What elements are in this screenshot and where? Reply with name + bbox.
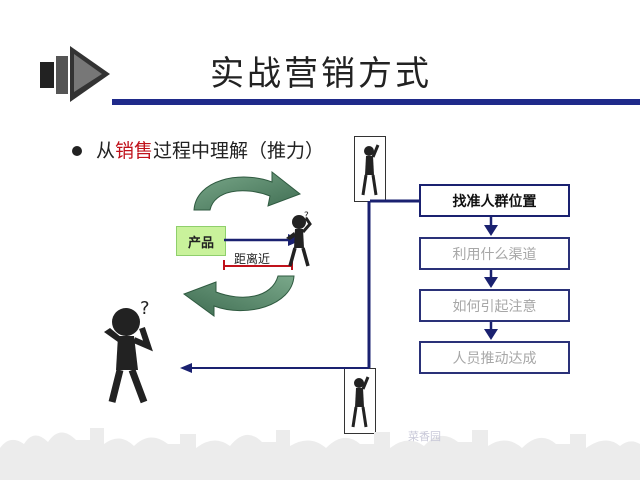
thinking-person-small-icon: ? (286, 211, 312, 267)
flow-step-1: 找准人群位置 (419, 184, 570, 217)
thinking-person-large-icon: ? (104, 298, 153, 404)
title-underline (112, 99, 640, 105)
bullet-text: 从销售过程中理解（推力） (96, 136, 324, 163)
cycle-arrow-top-icon (193, 170, 302, 211)
bullet-suffix: 过程中理解（推力） (153, 140, 325, 162)
flow-step-4: 人员推动达成 (419, 341, 570, 374)
bullet-prefix: 从 (96, 140, 116, 162)
bullet-highlight: 销售 (115, 140, 154, 162)
flow-step-2: 利用什么渠道 (419, 237, 570, 270)
flow-step-1-label: 找准人群位置 (452, 193, 537, 210)
product-label: 产品 (187, 235, 214, 251)
cycle-arrow-bottom-icon (182, 275, 295, 317)
distance-label: 距离近 (234, 252, 271, 266)
footer-text: 菜香园 (408, 430, 441, 443)
flow-step-3: 如何引起注意 (419, 289, 570, 322)
top-figure-frame (354, 136, 386, 202)
skyline-background (0, 428, 640, 480)
flow-step-3-label: 如何引起注意 (452, 298, 537, 315)
pointing-person-bottom-icon (351, 376, 370, 428)
flow-step-4-label: 人员推动达成 (452, 350, 537, 367)
logo-arrow-icon (40, 46, 110, 102)
svg-text:?: ? (304, 211, 309, 221)
flow-step-2-label: 利用什么渠道 (452, 246, 537, 263)
svg-text:?: ? (140, 298, 150, 319)
pointing-person-top-icon (361, 144, 380, 196)
bullet-dot (72, 146, 82, 156)
page-title: 实战营销方式 (210, 54, 432, 94)
